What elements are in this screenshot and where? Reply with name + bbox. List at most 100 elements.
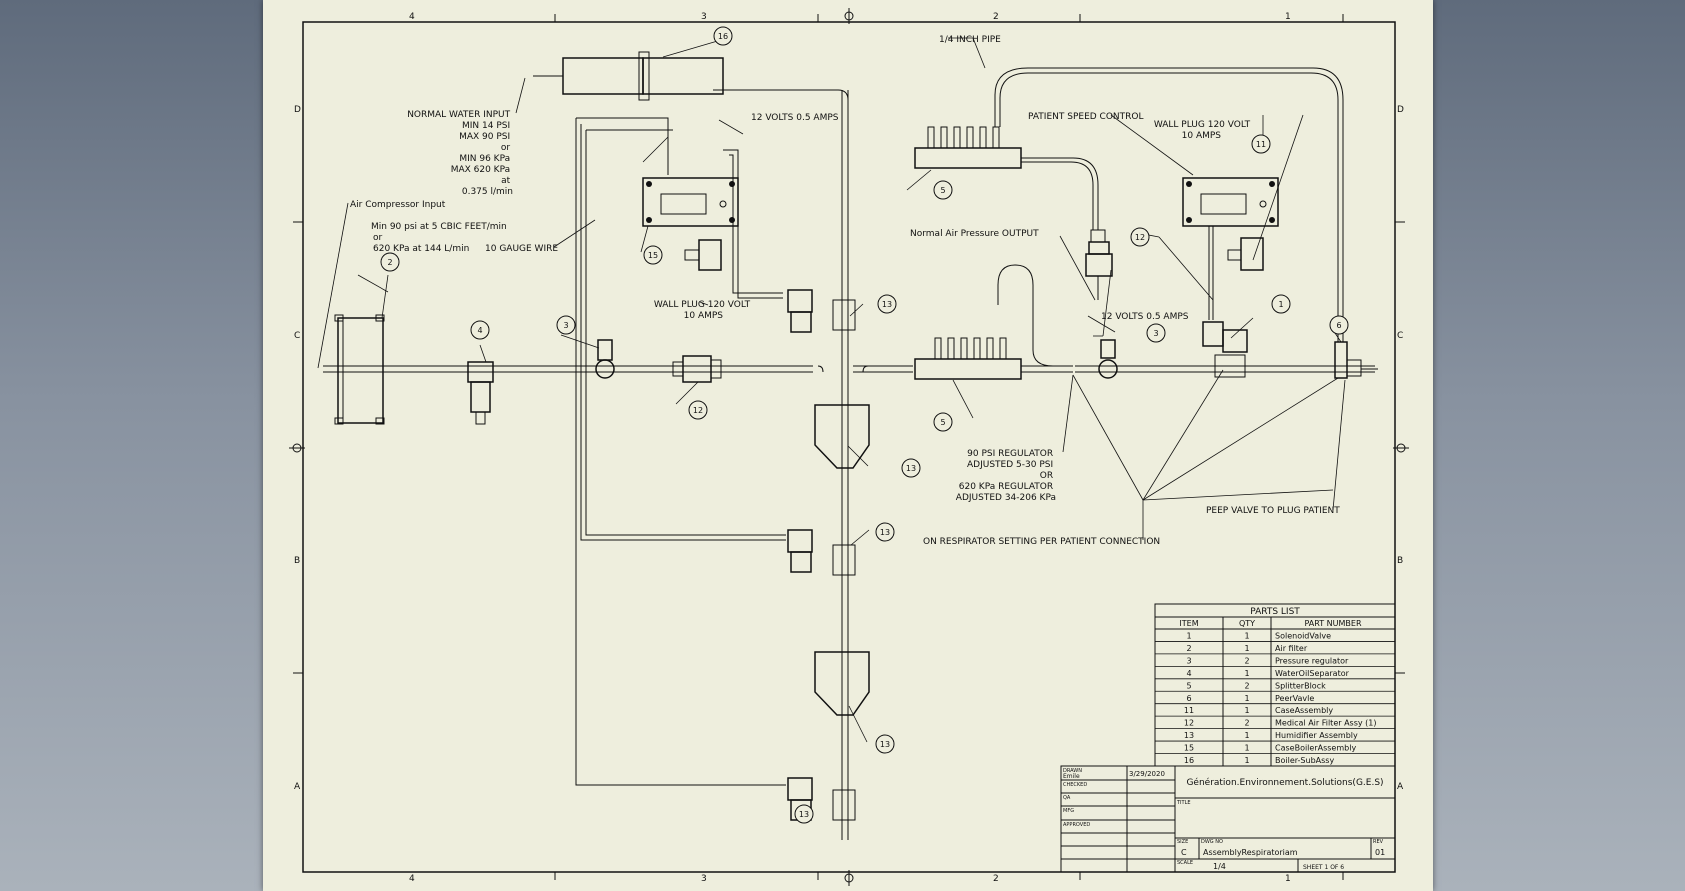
case-boiler-assembly <box>642 177 739 271</box>
parts-item: 1 <box>1186 632 1191 641</box>
balloon-number: 6 <box>1336 321 1341 330</box>
balloon-number: 15 <box>648 251 658 260</box>
balloon-number: 13 <box>880 740 890 749</box>
parts-header-item: ITEM <box>1179 619 1198 628</box>
drawn-by: Emile <box>1063 773 1080 780</box>
item-balloon: 6 <box>1329 315 1349 335</box>
zone-number: 1 <box>1285 874 1291 884</box>
balloon-number: 1 <box>1278 300 1283 309</box>
u-loop-pipe <box>997 264 1071 367</box>
zone-number: 2 <box>993 12 999 22</box>
medical-air-filter-right <box>1085 229 1113 300</box>
rev-value: 01 <box>1375 848 1385 857</box>
medical-air-filter-left <box>672 355 722 383</box>
scale-label: SCALE <box>1177 860 1193 866</box>
wall-plug-right-label: WALL PLUG 120 VOLT 10 AMPS <box>1154 120 1253 141</box>
zone-letter: C <box>294 331 300 341</box>
parts-part-number: CaseBoilerAssembly <box>1275 744 1356 753</box>
humidifier-bottom <box>814 651 870 716</box>
parts-header-part-number: PART NUMBER <box>1304 619 1361 628</box>
item-balloon: 12 <box>1130 227 1150 247</box>
assembly-drawing: 4 3 2 1 4 3 2 1 D C B A D C B A <box>289 8 1409 886</box>
parts-qty: 1 <box>1244 744 1249 753</box>
boiler-subassy <box>533 51 743 101</box>
parts-list-title: PARTS LIST <box>1250 607 1300 617</box>
air-compressor-box <box>334 314 385 425</box>
parts-item: 12 <box>1184 719 1194 728</box>
drawing-sheet: 4 3 2 1 4 3 2 1 D C B A D C B A <box>263 0 1433 891</box>
parts-part-number: SolenoidValve <box>1275 632 1331 641</box>
volts-label-right: 12 VOLTS 0.5 AMPS <box>1101 312 1189 322</box>
water-input-note: NORMAL WATER INPUT MIN 14 PSI MAX 90 PSI… <box>407 110 513 197</box>
zone-number: 3 <box>701 874 707 884</box>
parts-row: 1 1 SolenoidValve <box>1186 632 1331 641</box>
size-label: SIZE <box>1177 839 1188 845</box>
balloon-number: 2 <box>387 258 392 267</box>
item-balloon: 13 <box>877 294 897 314</box>
balloon-number: 3 <box>1153 329 1158 338</box>
parts-item: 16 <box>1184 756 1194 765</box>
parts-item: 4 <box>1186 669 1191 678</box>
parts-qty: 2 <box>1244 681 1249 690</box>
regulator-left <box>595 339 615 379</box>
item-balloon: 4 <box>470 320 490 340</box>
zone-number: 4 <box>409 12 415 22</box>
parts-header-qty: QTY <box>1239 619 1255 628</box>
balloon-number: 13 <box>906 464 916 473</box>
parts-part-number: Boiler-SubAssy <box>1275 756 1334 765</box>
parts-part-number: CaseAssembly <box>1275 706 1333 715</box>
item-balloon: 2 <box>380 252 400 272</box>
leader-lines <box>317 37 1346 743</box>
zone-number: 3 <box>701 12 707 22</box>
parts-part-number: Humidifier Assembly <box>1275 731 1358 740</box>
splitter-block-center <box>914 337 1022 380</box>
qa-label: QA <box>1063 795 1071 801</box>
item-balloon: 5 <box>933 412 953 432</box>
parts-item: 6 <box>1186 694 1191 703</box>
parts-part-number: Air filter <box>1275 644 1308 653</box>
balloon-number: 13 <box>882 300 892 309</box>
drawn-label: DRAWN <box>1063 768 1082 774</box>
parts-item: 2 <box>1186 644 1191 653</box>
title-block: DRAWN Emile 3/29/2020 CHECKED QA MFG APP… <box>1060 765 1396 873</box>
balloon-number: 3 <box>563 321 568 330</box>
parts-item: 13 <box>1184 731 1194 740</box>
balloon-number: 12 <box>1135 233 1145 242</box>
parts-item: 5 <box>1186 681 1191 690</box>
parts-list-table: PARTS LIST ITEM QTY PART NUMBER 1 1 Soleno… <box>1154 603 1396 767</box>
zone-letter: A <box>1397 782 1404 792</box>
title-label: TITLE <box>1176 800 1191 806</box>
parts-qty: 1 <box>1244 632 1249 641</box>
drawn-date: 3/29/2020 <box>1129 770 1165 778</box>
parts-part-number: SplitterBlock <box>1275 681 1326 690</box>
parts-item: 3 <box>1186 656 1191 665</box>
item-balloon: 3 <box>1146 323 1166 343</box>
parts-qty: 1 <box>1244 669 1249 678</box>
zone-letter: D <box>1397 105 1404 115</box>
parts-qty: 1 <box>1244 706 1249 715</box>
size-value: C <box>1181 848 1187 857</box>
center-marks <box>289 8 1409 886</box>
main-air-line <box>323 365 1375 373</box>
zone-letter: B <box>294 556 300 566</box>
zone-number: 4 <box>409 874 415 884</box>
parts-qty: 2 <box>1244 656 1249 665</box>
dwg-no-value: AssemblyRespiratoriam <box>1203 848 1298 857</box>
peep-valve <box>1334 341 1378 379</box>
balloon-number: 12 <box>693 406 703 415</box>
balloon-number: 11 <box>1256 140 1266 149</box>
mfg-label: MFG <box>1063 808 1074 814</box>
company-name: Génération.Environnement.Solutions(G.E.S… <box>1186 777 1383 788</box>
gauge-wire-label: 10 GAUGE WIRE <box>485 244 558 254</box>
parts-part-number: PeerVavle <box>1275 694 1314 703</box>
dwg-no-label: DWG NO <box>1201 839 1223 845</box>
